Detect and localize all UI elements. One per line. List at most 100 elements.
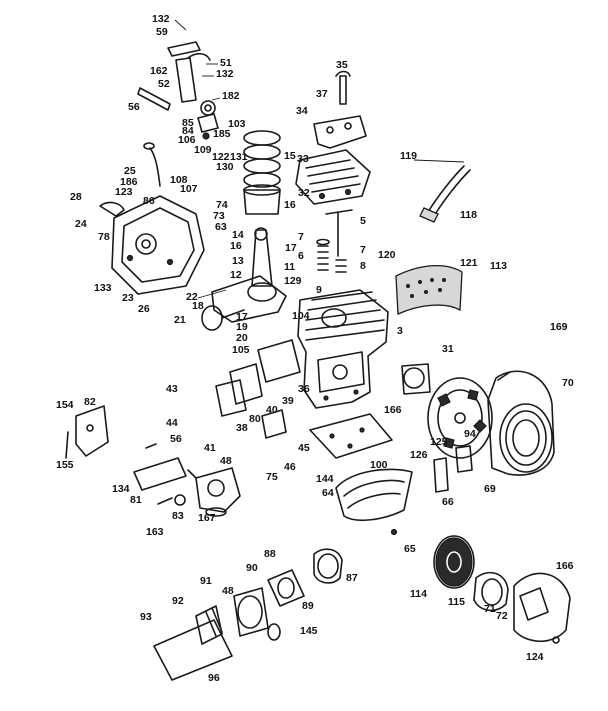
callout-label: 125 (430, 436, 448, 448)
callout-label: 28 (70, 191, 82, 203)
callout-label: 105 (232, 344, 250, 356)
callout-label: 19 (236, 321, 248, 333)
callout-label: 35 (336, 59, 348, 71)
callout-label: 51 (220, 57, 232, 69)
callout-label: 114 (410, 588, 427, 600)
callout-label: 83 (172, 510, 184, 522)
callout-label: 72 (496, 610, 508, 622)
callout-label: 17 (285, 242, 297, 254)
callout-label: 21 (174, 314, 186, 326)
callout-label: 103 (228, 118, 246, 130)
heat-shield (395, 264, 463, 315)
callout-label: 65 (404, 543, 416, 555)
callout-label: 96 (208, 672, 220, 684)
hub-pulley (473, 571, 509, 612)
callout-label: 93 (140, 611, 152, 623)
callout-label: 5 (360, 215, 366, 227)
callout-label: 59 (156, 26, 168, 38)
callout-label: 94 (464, 428, 476, 440)
callout-label: 3 (397, 325, 403, 337)
callout-label: 12 (230, 269, 242, 281)
callout-label: 91 (200, 575, 212, 587)
callout-label: 82 (84, 396, 96, 408)
callout-label: 22 (186, 291, 198, 303)
callout-label: 36 (298, 383, 310, 395)
carburetor (187, 467, 241, 517)
callout-label: 40 (266, 404, 278, 416)
intake-parts (215, 339, 301, 439)
callout-label: 134 (112, 483, 130, 495)
callout-label: 66 (442, 496, 454, 508)
callout-label: 131 (230, 151, 248, 163)
crankcase-cover (99, 195, 205, 295)
callout-label: 63 (215, 221, 227, 233)
callout-label: 109 (194, 144, 212, 156)
callout-label: 38 (236, 422, 248, 434)
connecting-rod (247, 227, 277, 302)
callout-label: 89 (302, 600, 314, 612)
callout-label: 23 (122, 292, 134, 304)
callout-label: 132 (152, 13, 170, 25)
fuel-line (413, 159, 471, 223)
callout-label: 7 (298, 231, 304, 243)
callout-label: 69 (484, 483, 496, 495)
callout-label: 122 (212, 151, 230, 163)
callout-label: 45 (298, 442, 310, 454)
callout-label: 86 (143, 195, 155, 207)
callout-label: 44 (166, 417, 178, 429)
cylinder-head (295, 149, 371, 205)
starter-parts (233, 548, 343, 641)
callout-label: 73 (213, 210, 225, 222)
callout-label: 90 (246, 562, 258, 574)
callout-label: 132 (216, 68, 234, 80)
callout-label: 81 (130, 494, 142, 506)
callout-label: 17 (236, 311, 248, 323)
dipstick-tube (143, 142, 161, 187)
callout-label: 20 (236, 332, 248, 344)
callout-label: 166 (384, 404, 402, 416)
callout-label: 85 (182, 117, 194, 129)
callout-label: 9 (316, 284, 322, 296)
callout-label: 106 (178, 134, 196, 146)
callout-label: 46 (284, 461, 296, 473)
callout-label: 162 (150, 65, 168, 77)
control-bracket (65, 405, 109, 459)
blower-housing (487, 370, 555, 476)
callout-label: 182 (222, 90, 240, 102)
callout-label: 80 (249, 413, 261, 425)
callout-label: 48 (220, 455, 232, 467)
callout-label: 25 (124, 165, 136, 177)
callout-label: 126 (410, 449, 428, 461)
ignition-module (433, 445, 473, 493)
linkage-cluster (137, 19, 221, 140)
muffler (153, 605, 233, 681)
crankshaft (197, 275, 287, 331)
callout-label: 100 (370, 459, 388, 471)
callout-label: 37 (316, 88, 328, 100)
callout-label: 118 (460, 209, 477, 221)
callout-label: 75 (266, 471, 278, 483)
callout-label: 92 (172, 595, 184, 607)
callout-label: 70 (562, 377, 574, 389)
callout-label: 104 (292, 310, 310, 322)
callout-label: 185 (213, 128, 231, 140)
callout-label: 26 (138, 303, 150, 315)
callout-label: 56 (170, 433, 182, 445)
callout-label: 107 (180, 183, 198, 195)
callout-label: 167 (198, 512, 216, 524)
callout-label: 113 (490, 260, 507, 272)
callout-label: 154 (56, 399, 74, 411)
callout-label: 186 (120, 176, 138, 188)
callout-label: 32 (298, 187, 310, 199)
callout-label: 166 (556, 560, 574, 572)
callout-label: 8 (360, 260, 366, 272)
callout-label: 11 (284, 261, 295, 273)
callout-label: 108 (170, 174, 188, 186)
callout-label: 41 (204, 442, 216, 454)
callout-label: 130 (216, 161, 234, 173)
callout-label: 124 (526, 651, 544, 663)
callout-label: 88 (264, 548, 276, 560)
oil-sump (335, 468, 413, 536)
